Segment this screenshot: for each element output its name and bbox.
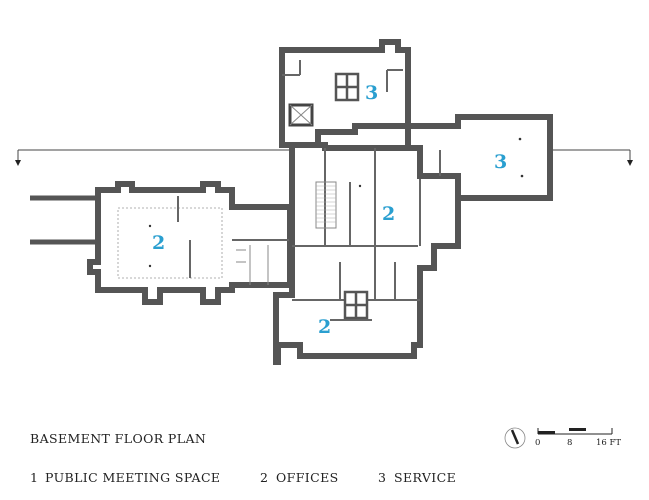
- section-arrow-left-icon: [15, 160, 21, 166]
- scale-tick-8: 8: [567, 438, 572, 448]
- west-wing-walls: [87, 181, 293, 305]
- legend: 1 PUBLIC MEETING SPACE 2 OFFICES 3 SERVI…: [30, 470, 456, 485]
- central-block-walls: [273, 125, 461, 365]
- column-grid-south: [343, 290, 369, 320]
- column-grid-north: [334, 72, 360, 102]
- legend-label-2: OFFICES: [276, 470, 339, 485]
- north-arrow-icon: [504, 427, 526, 449]
- plan-title: BASEMENT FLOOR PLAN: [30, 431, 206, 446]
- legend-number-1: 1: [30, 470, 38, 485]
- room-label-office-central: 2: [382, 203, 395, 225]
- scale-tick-0: 0: [535, 438, 540, 448]
- east-service-walls: [405, 114, 553, 201]
- room-label-office-west: 2: [152, 232, 165, 254]
- stair: [315, 181, 337, 229]
- room-label-service-north: 3: [365, 82, 378, 104]
- legend-label-1: PUBLIC MEETING SPACE: [45, 470, 220, 485]
- west-corridor: [30, 195, 98, 245]
- scale-bar: 0 8 16 FT: [535, 428, 621, 448]
- room-label-service-east: 3: [494, 151, 507, 173]
- legend-number-2: 2: [260, 470, 268, 485]
- legend-number-3: 3: [378, 470, 386, 485]
- legend-label-3: SERVICE: [394, 470, 456, 485]
- section-arrow-right-icon: [627, 160, 633, 166]
- room-label-office-south: 2: [318, 316, 331, 338]
- scale-tick-16: 16 FT: [596, 438, 621, 448]
